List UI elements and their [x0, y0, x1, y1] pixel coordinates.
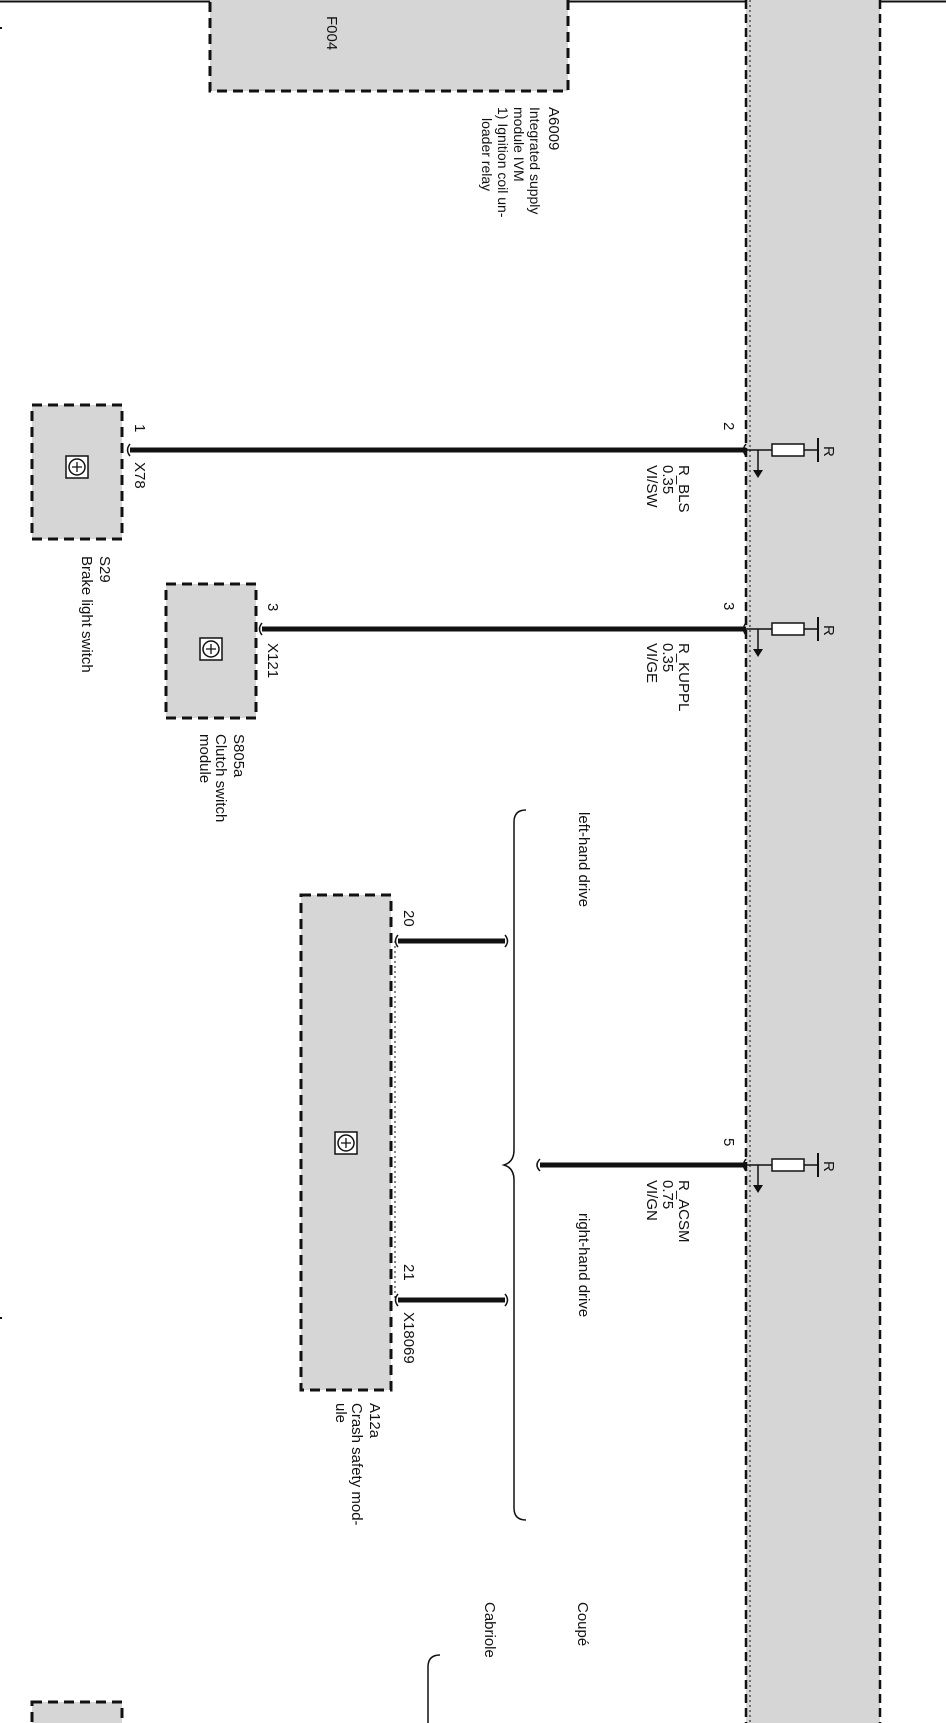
connection-r-bls: R 2 R_BLS 0.35 VI/SW 1 X78	[126, 422, 837, 513]
resistor-label: R	[820, 446, 837, 457]
component-name-line-2: ule	[332, 1403, 349, 1423]
brake-light-switch: S29 Brake light switch	[30, 403, 124, 673]
f004-label: F004	[323, 16, 340, 50]
connection-r-kuppl: R 3 R_KUPPL 0.35 VI/GE 3 X121	[258, 602, 837, 711]
component-pin-left: 20	[400, 910, 417, 927]
component-name-line-1: Clutch switch	[212, 734, 229, 822]
wire-color: VI/SW	[643, 465, 660, 508]
ivm-module-body	[744, 0, 882, 1723]
component-id: A12a	[366, 1403, 383, 1439]
resistor-label: R	[820, 1161, 837, 1172]
component-name-line-1: Crash safety mod-	[348, 1403, 365, 1526]
module-pin: 2	[720, 422, 737, 430]
crash-safety-module: A12a Crash safety mod- ule	[299, 893, 396, 1526]
pullup-resistor	[771, 622, 805, 636]
ivm-name-line-2: module IVM	[511, 107, 527, 182]
ivm-name-line-3: 1) Ignition coil un-	[495, 107, 511, 218]
connector-id: X78	[131, 462, 148, 489]
ivm-name-line-1: Integrated supply	[527, 107, 543, 214]
cross-section: 0.35	[659, 465, 676, 494]
f004-fuse-box: F004	[208, 0, 570, 93]
variant-right-label: right-hand drive	[575, 1213, 592, 1317]
wire-color: VI/GE	[643, 643, 660, 683]
connector-id: X121	[264, 643, 281, 678]
component-id: S29	[96, 556, 113, 583]
ivm-module-label: A6009 Integrated supply module IVM 1) Ig…	[479, 107, 562, 218]
component-pin-right: 21	[400, 1264, 417, 1281]
wire-color: VI/GN	[643, 1180, 660, 1221]
cross-section: 0.75	[659, 1180, 676, 1209]
module-pin: 3	[720, 602, 737, 610]
cabriolet-brace	[427, 1654, 441, 1723]
pullup-resistor	[771, 443, 805, 457]
clutch-switch-module: S805a Clutch switch module	[164, 582, 258, 822]
body-variant-labels: Coupé Cabriole	[427, 1602, 591, 1723]
variant-cabriolet: Cabriole	[481, 1602, 498, 1658]
component-pin: 1	[131, 424, 148, 432]
component-name-line-2: module	[196, 734, 213, 783]
ivm-name-line-4: loader relay	[479, 118, 495, 191]
connection-r-acsm: R 5 R_ACSM 0.75 VI/GN left-hand drive ri…	[394, 809, 837, 1521]
component-pin: 3	[264, 603, 281, 611]
module-pin: 5	[720, 1138, 737, 1146]
pullup-resistor	[771, 1158, 805, 1172]
variant-coupe: Coupé	[574, 1602, 591, 1646]
partial-module-bottom	[30, 1700, 124, 1723]
connector-id: X18069	[400, 1312, 417, 1364]
resistor-label: R	[820, 625, 837, 636]
cross-section: 0.35	[659, 643, 676, 672]
variant-brace	[501, 809, 527, 1521]
signal-name: R_BLS	[675, 465, 692, 513]
variant-left-label: left-hand drive	[575, 812, 592, 907]
component-id: S805a	[230, 734, 247, 778]
component-name: Brake light switch	[78, 556, 95, 673]
signal-name: R_KUPPL	[675, 643, 692, 711]
signal-name: R_ACSM	[675, 1180, 692, 1243]
ivm-module-id: A6009	[545, 107, 562, 150]
